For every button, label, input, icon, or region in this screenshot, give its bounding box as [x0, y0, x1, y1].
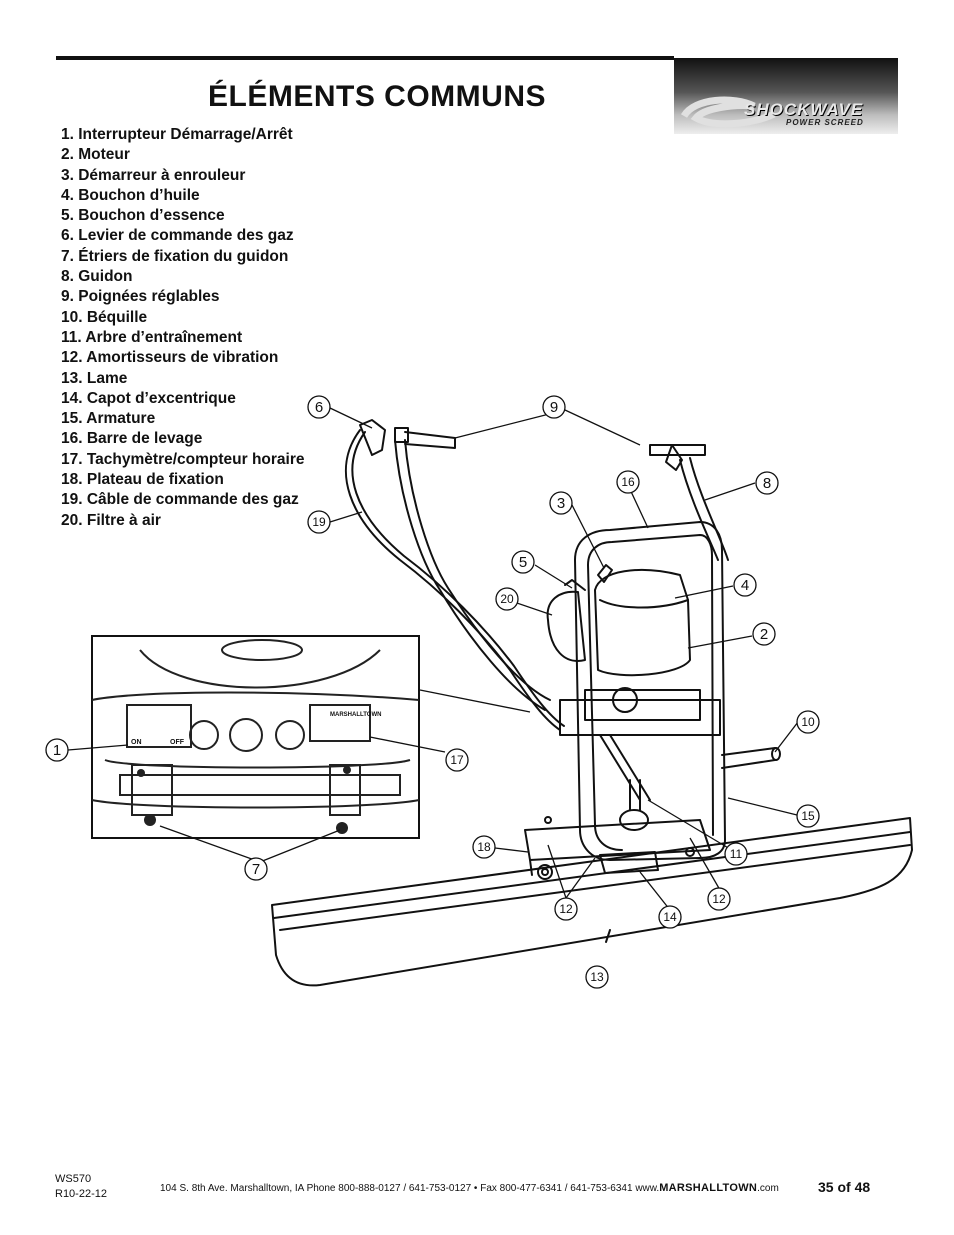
- inset-photo: ON OFF MARSHALLTOWN: [91, 635, 420, 839]
- part-item: 13. Lame: [61, 369, 128, 387]
- part-item: 2. Moteur: [61, 146, 130, 164]
- part-item: 19. Câble de commande des gaz: [61, 491, 299, 509]
- part-item: 16. Barre de levage: [61, 430, 203, 448]
- callout-7: 7: [252, 861, 260, 878]
- callout-12-left: 12: [559, 902, 573, 916]
- recoil-starter: [597, 564, 613, 583]
- callout-15: 15: [801, 809, 815, 823]
- parts-list: 1. Interrupteur Démarrage/Arrêt 2. Moteu…: [61, 125, 305, 531]
- part-item: 9. Poignées réglables: [61, 288, 220, 306]
- callout-5: 5: [519, 554, 527, 571]
- callout-10: 10: [801, 715, 815, 729]
- handlebar: [394, 427, 729, 711]
- callout-11: 11: [730, 847, 743, 861]
- callout-17: 17: [450, 753, 464, 767]
- part-item: 8. Guidon: [61, 268, 133, 286]
- drive-shaft: [599, 734, 651, 801]
- callout-1: 1: [53, 742, 61, 759]
- page-title: ÉLÉMENTS COMMUNS: [208, 80, 546, 113]
- leader-lines: [67, 407, 799, 911]
- callout-20: 20: [500, 592, 514, 606]
- part-item: 11. Arbre d’entraînement: [61, 328, 243, 346]
- part-item: 20. Filtre à air: [61, 511, 161, 529]
- callout-8: 8: [763, 475, 771, 492]
- shockwave-logo: SHOCKWAVE POWER SCREED: [674, 58, 898, 134]
- callout-16: 16: [621, 475, 635, 489]
- callout-12-right: 12: [712, 892, 726, 906]
- callout-14: 14: [663, 910, 677, 924]
- part-item: 17. Tachymètre/compteur horaire: [61, 450, 305, 468]
- throttle-cable: [344, 429, 565, 731]
- part-item: 10. Béquille: [61, 308, 148, 326]
- part-item: 5. Bouchon d’essence: [61, 207, 225, 225]
- doc-id: WS570: [55, 1173, 92, 1185]
- logo-word: SHOCKWAVE: [744, 100, 864, 119]
- callout-19: 19: [312, 515, 326, 529]
- footer-document-id: WS570 R10-22-12: [55, 1172, 107, 1202]
- switch-on-label: ON: [131, 739, 142, 746]
- part-item: 6. Levier de commande des gaz: [61, 227, 294, 245]
- domain-suffix: .com: [757, 1183, 779, 1194]
- blade: [271, 817, 913, 987]
- logo-subtitle: POWER SCREED: [786, 118, 864, 127]
- callout-3: 3: [557, 495, 565, 512]
- adjustable-grips: [404, 431, 706, 456]
- brand-name: MARSHALLTOWN: [659, 1182, 758, 1194]
- callout-9: 9: [550, 399, 558, 416]
- callout-circles: [45, 395, 820, 989]
- callout-4: 4: [741, 577, 749, 594]
- part-item: 15. Armature: [61, 410, 156, 428]
- callout-numbers: 6 9 16 8 3 5 20 4 2 19 10 15 11 12 14 12…: [53, 399, 815, 984]
- meter-brand-label: MARSHALLTOWN: [330, 712, 381, 718]
- part-item: 3. Démarreur à enrouleur: [61, 166, 246, 184]
- throttle-lever: [359, 419, 683, 471]
- header-rule: [56, 56, 674, 60]
- kickstand: [721, 747, 781, 769]
- part-item: 4. Bouchon d’huile: [61, 186, 200, 204]
- footer-address: 104 S. 8th Ave. Marshalltown, IA Phone 8…: [160, 1182, 779, 1194]
- part-item: 12. Amortisseurs de vibration: [61, 349, 279, 367]
- part-item: 18. Plateau de fixation: [61, 471, 224, 489]
- callout-18: 18: [477, 840, 491, 854]
- part-item: 1. Interrupteur Démarrage/Arrêt: [61, 126, 293, 143]
- address-text: 104 S. 8th Ave. Marshalltown, IA Phone 8…: [160, 1183, 660, 1194]
- part-item: 7. Étriers de fixation du guidon: [61, 247, 289, 265]
- air-filter: [546, 579, 586, 662]
- part-item: 14. Capot d’excentrique: [61, 389, 236, 407]
- doc-revision: R10-22-12: [55, 1188, 107, 1200]
- mounting-plate: [524, 816, 711, 880]
- switch-off-label: OFF: [170, 739, 185, 746]
- callout-6: 6: [315, 399, 323, 416]
- callout-13: 13: [590, 970, 604, 984]
- callout-2: 2: [760, 626, 768, 643]
- page-number: 35 of 48: [818, 1179, 871, 1195]
